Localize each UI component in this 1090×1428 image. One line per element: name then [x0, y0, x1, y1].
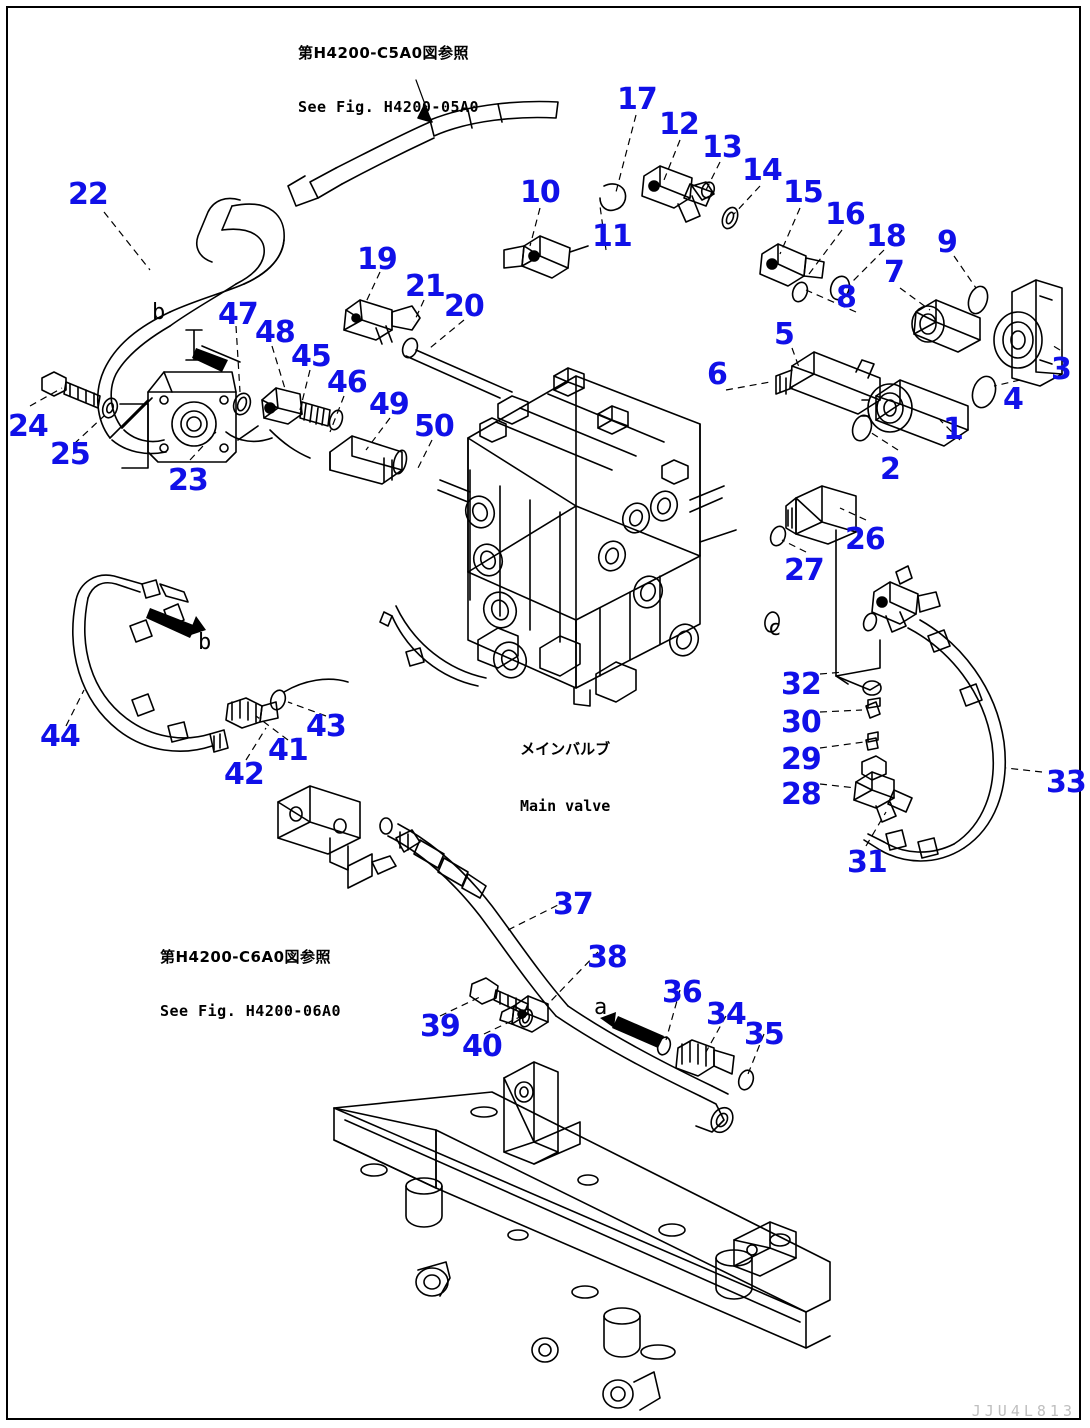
reference-note-bottom-jp: 第H4200-C6A0図参照 — [160, 948, 332, 966]
reference-note-top-jp: 第H4200-C5A0図参照 — [298, 44, 470, 62]
callout-number-23: 23 — [168, 463, 209, 498]
callout-number-24: 24 — [8, 409, 49, 444]
callout-number-13: 13 — [702, 130, 743, 165]
reference-note-bottom-en: See Fig. H4200-06A0 — [160, 1002, 342, 1020]
callout-number-39: 39 — [420, 1009, 461, 1044]
callout-number-15: 15 — [783, 175, 824, 210]
callout-number-35: 35 — [744, 1017, 785, 1052]
callout-number-30: 30 — [781, 705, 822, 740]
callout-number-40: 40 — [462, 1029, 503, 1064]
main-valve-caption-jp: メインバルブ — [520, 740, 611, 758]
callout-number-21: 21 — [405, 269, 446, 304]
callout-number-50: 50 — [414, 409, 455, 444]
callout-number-46: 46 — [327, 365, 368, 400]
reference-note-top: 第H4200-C5A0図参照 See Fig. H4200-05A0 — [298, 8, 479, 152]
callout-number-42: 42 — [224, 757, 265, 792]
section-letter-b-lower: b — [198, 630, 212, 655]
callout-number-6: 6 — [707, 357, 728, 392]
section-letter-b-upper: b — [152, 300, 166, 325]
callout-number-7: 7 — [884, 255, 905, 290]
callout-number-28: 28 — [781, 777, 822, 812]
callout-number-27: 27 — [784, 553, 825, 588]
callout-number-17: 17 — [617, 82, 658, 117]
callout-number-2: 2 — [880, 452, 901, 487]
callout-number-14: 14 — [742, 153, 783, 188]
callout-number-3: 3 — [1051, 352, 1072, 387]
callout-number-34: 34 — [706, 997, 747, 1032]
reference-note-bottom: 第H4200-C6A0図参照 See Fig. H4200-06A0 — [160, 912, 341, 1056]
drawing-code-watermark: JJU4L813 — [971, 1402, 1076, 1420]
callout-number-10: 10 — [520, 175, 561, 210]
callout-number-45: 45 — [291, 339, 332, 374]
sheet-border — [6, 6, 1081, 1420]
callout-number-49: 49 — [369, 387, 410, 422]
callout-number-8: 8 — [836, 280, 857, 315]
main-valve-caption: メインバルブ Main valve — [520, 702, 610, 854]
callout-number-48: 48 — [255, 315, 296, 350]
callout-number-29: 29 — [781, 742, 822, 777]
callout-number-41: 41 — [268, 733, 309, 768]
callout-number-47: 47 — [218, 297, 259, 332]
callout-number-36: 36 — [662, 975, 703, 1010]
section-letter-a: a — [594, 995, 608, 1020]
callout-number-31: 31 — [847, 845, 888, 880]
reference-note-top-en: See Fig. H4200-05A0 — [298, 98, 480, 116]
callout-number-26: 26 — [845, 522, 886, 557]
callout-number-37: 37 — [553, 887, 594, 922]
callout-number-5: 5 — [774, 317, 795, 352]
section-letter-c: c — [768, 616, 782, 641]
callout-number-22: 22 — [68, 177, 109, 212]
callout-number-25: 25 — [50, 437, 91, 472]
main-valve-caption-en: Main valve — [520, 797, 611, 815]
callout-number-19: 19 — [357, 242, 398, 277]
callout-number-18: 18 — [866, 219, 907, 254]
callout-number-12: 12 — [659, 107, 700, 142]
callout-number-38: 38 — [587, 940, 628, 975]
callout-number-4: 4 — [1003, 382, 1024, 417]
callout-number-11: 11 — [592, 219, 633, 254]
callout-number-32: 32 — [781, 667, 822, 702]
callout-number-9: 9 — [937, 225, 958, 260]
callout-number-1: 1 — [943, 412, 964, 447]
callout-number-33: 33 — [1046, 765, 1087, 800]
callout-number-43: 43 — [306, 709, 347, 744]
callout-number-20: 20 — [444, 289, 485, 324]
callout-number-16: 16 — [825, 197, 866, 232]
callout-number-44: 44 — [40, 719, 81, 754]
